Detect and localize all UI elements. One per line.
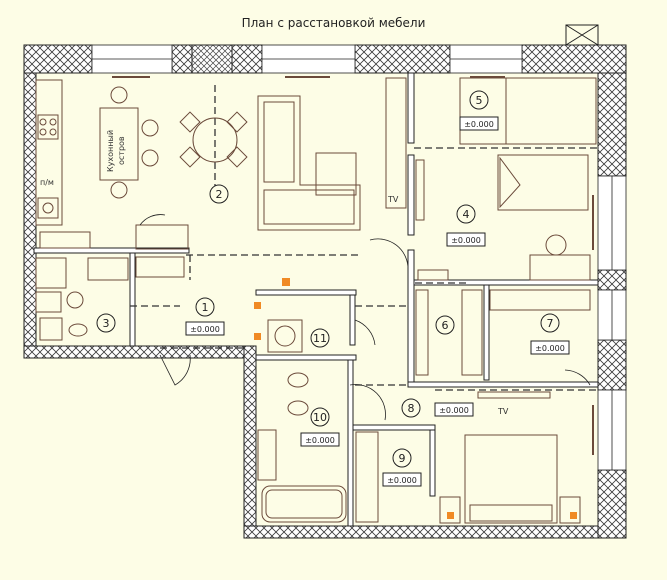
level-label: ±0.000 bbox=[387, 476, 417, 485]
room-number: 9 bbox=[399, 452, 406, 465]
room-number-circle bbox=[456, 204, 476, 224]
tv-label-living: TV bbox=[387, 195, 399, 204]
plan-title: План с расстановкой мебели bbox=[241, 16, 426, 30]
room-number: 11 bbox=[313, 332, 327, 345]
level-label: ±0.000 bbox=[535, 344, 565, 353]
zone-dashes bbox=[130, 85, 598, 391]
room-number: 6 bbox=[442, 319, 449, 332]
tv-label-bedroom: TV bbox=[497, 407, 509, 416]
room-number-circle bbox=[540, 313, 560, 333]
room-number-circle bbox=[392, 448, 412, 468]
room-number: 10 bbox=[313, 411, 327, 424]
room-number: 3 bbox=[103, 317, 110, 330]
level-box bbox=[530, 340, 570, 355]
level-label: ±0.000 bbox=[190, 325, 220, 334]
room-number-circle bbox=[195, 297, 215, 317]
svg-text:Кухонный: Кухонный bbox=[106, 130, 115, 172]
level-box bbox=[185, 321, 225, 336]
room-number: 2 bbox=[216, 188, 223, 201]
outlet-markers bbox=[254, 278, 577, 519]
vent-box bbox=[565, 24, 599, 46]
exterior-walls bbox=[23, 44, 627, 539]
room-number-circle bbox=[96, 313, 116, 333]
kitchen-island-label: Кухонный остров bbox=[106, 130, 126, 172]
windows bbox=[91, 44, 627, 471]
window-sills bbox=[112, 76, 594, 455]
room-number: 7 bbox=[547, 317, 554, 330]
room-number-circle bbox=[469, 90, 489, 110]
room-number-circle bbox=[401, 398, 421, 418]
level-label: ±0.000 bbox=[305, 436, 335, 445]
room-number: 8 bbox=[408, 402, 415, 415]
level-box bbox=[434, 402, 474, 417]
level-box bbox=[446, 232, 486, 247]
room-number: 1 bbox=[202, 301, 209, 314]
column bbox=[191, 44, 233, 74]
room-number-circle bbox=[435, 315, 455, 335]
room-markers: 1 ±0.000 2 3 4 ±0.000 5 ±0.000 6 7 ±0.000 8 ±0.000 9 ±… bbox=[96, 90, 570, 487]
svg-text:остров: остров bbox=[117, 136, 126, 165]
doors bbox=[139, 214, 591, 421]
level-label: ±0.000 bbox=[451, 236, 481, 245]
room-number: 5 bbox=[476, 94, 483, 107]
level-box bbox=[300, 432, 340, 447]
interior-walls bbox=[33, 72, 599, 527]
room-number-circle bbox=[310, 407, 330, 427]
level-label: ±0.000 bbox=[464, 120, 494, 129]
room-number: 4 bbox=[463, 208, 470, 221]
room-number-circle bbox=[209, 184, 229, 204]
furniture bbox=[35, 77, 597, 524]
level-label: ±0.000 bbox=[439, 406, 469, 415]
room-number-circle bbox=[310, 328, 330, 348]
level-box bbox=[382, 472, 422, 487]
pm-label: п/м bbox=[40, 178, 54, 187]
level-box bbox=[459, 116, 499, 131]
